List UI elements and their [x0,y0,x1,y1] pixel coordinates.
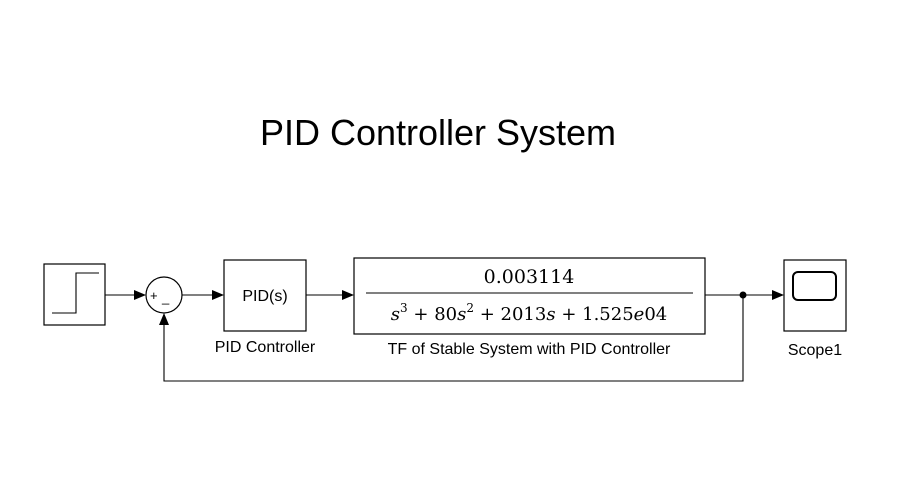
wire-feedback[interactable] [163,295,744,382]
arrow-pid-to-tf [342,290,354,300]
pid-controller-block[interactable]: PID(s) [223,259,307,332]
step-block[interactable] [43,263,106,326]
arrow-feedback [159,313,169,325]
step-icon [52,272,99,314]
arrow-tf-to-scope [772,290,784,300]
tf-denominator: s3 + 80s2 + 2013s + 1.525e04 [391,301,667,325]
sum-plus-sign: + [150,288,158,303]
scope-block[interactable] [783,259,847,332]
diagram-title: PID Controller System [259,112,617,153]
pid-block-frame[interactable] [223,259,307,332]
tf-block-label: TF of Stable System with PID Controller [388,341,671,358]
scope-screen-icon [792,271,837,301]
scope-block-label: Scope1 [788,342,842,359]
step-block-frame[interactable] [43,263,106,326]
arrow-sum-to-pid [212,290,224,300]
pid-block-label: PID Controller [215,339,316,356]
tf-block-frame[interactable] [353,257,706,335]
sum-block[interactable]: + _ [145,276,183,314]
sum-minus-sign: _ [161,290,170,305]
arrow-step-to-sum [134,290,146,300]
pid-block-text: PID(s) [242,288,287,305]
transfer-function-block[interactable]: 0.003114 s3 + 80s2 + 2013s + 1.525e04 [353,257,706,335]
tf-numerator: 0.003114 [484,266,575,288]
